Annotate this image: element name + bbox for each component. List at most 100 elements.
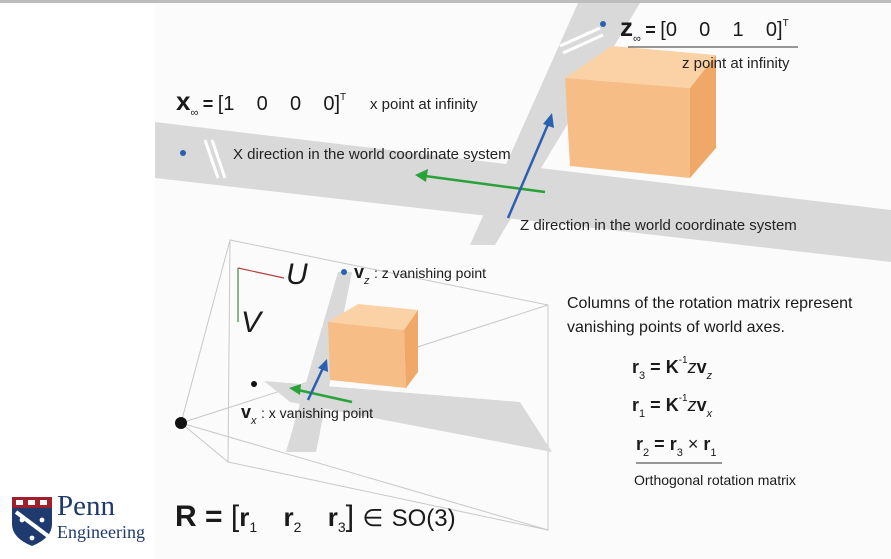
element-of-sign: ∈	[362, 505, 384, 532]
R-r3: r	[327, 502, 338, 532]
x-direction-arrowhead	[415, 169, 428, 182]
R-r2-sub: 2	[293, 519, 302, 535]
projected-z-arrowhead	[318, 359, 328, 372]
z-direction-arrowhead	[543, 113, 554, 128]
caption-line-2: vanishing points of world axes.	[567, 319, 785, 336]
r3-K-sup: -1	[678, 355, 688, 366]
z-infinity-subscript: ∞	[633, 33, 641, 45]
orthogonal-label: Orthogonal rotation matrix	[634, 472, 796, 488]
vx-subscript: x	[251, 415, 257, 427]
r3-v-sub: z	[706, 370, 713, 382]
r1-lhs-sub: 1	[639, 408, 646, 420]
x-infinity-desc: x point at infinity	[370, 96, 478, 113]
x-infinity-vector: [1 0 0 0]	[217, 93, 341, 115]
vx-symbol: v	[241, 402, 252, 422]
z-infinity-vector: [0 0 1 0]	[660, 19, 783, 41]
r2-lhs-sub: 2	[643, 447, 650, 459]
frustum-ray	[180, 239, 231, 424]
equals-sign: =	[645, 20, 656, 40]
R-bracket-left: [	[230, 500, 240, 533]
vx-label: vx : x vanishing point	[241, 402, 373, 427]
equals-sign: =	[650, 395, 661, 415]
equals-sign: =	[205, 500, 223, 533]
r3-lhs: r	[632, 357, 640, 377]
r1-K: K	[665, 395, 679, 415]
R-r1: r	[239, 502, 250, 532]
r3-z: z	[687, 357, 697, 377]
x-infinity-dot	[180, 150, 186, 156]
z-infinity-dot	[600, 21, 606, 27]
frustum-ray	[180, 422, 229, 463]
left-margin-panel	[0, 3, 155, 559]
cross-product-sign: ×	[687, 434, 699, 454]
u-axis-label: U	[286, 258, 308, 291]
x-infinity-symbol: x	[176, 86, 191, 116]
camera-center	[175, 417, 187, 429]
penn-logo-subname: Engineering	[57, 522, 145, 542]
r3-v: v	[696, 357, 707, 377]
z-infinity-desc: z point at infinity	[682, 55, 790, 72]
equals-sign: =	[654, 434, 665, 454]
road-break-mark	[203, 139, 220, 179]
R-r1-sub: 1	[249, 519, 258, 535]
R-equation: R = [r1 r2 r3] ∈ SO(3)	[175, 500, 456, 535]
slide-canvas	[155, 3, 891, 559]
vz-symbol: v	[354, 262, 365, 282]
u-axis	[237, 267, 285, 279]
r1-z: z	[687, 395, 697, 415]
vx-desc: : x vanishing point	[260, 405, 374, 421]
r1-v-sub: x	[706, 408, 713, 420]
x-infinity-subscript: ∞	[190, 107, 199, 119]
vz-subscript: z	[364, 275, 370, 287]
projected-x-arrow	[297, 388, 353, 404]
z-infinity-label: z∞ = [0 0 1 0]T	[620, 12, 789, 45]
r3-equation: r3 = K-1zvz	[632, 355, 712, 382]
R-r3-sub: 3	[337, 519, 346, 535]
small-box-front	[328, 322, 406, 388]
r2-b: r	[703, 434, 711, 454]
small-box-side	[404, 310, 418, 388]
frustum-ray	[180, 422, 549, 531]
vz-label: vz : z vanishing point	[354, 262, 486, 287]
r2-a-sub: 3	[676, 447, 683, 459]
vz-desc: : z vanishing point	[373, 265, 487, 281]
r2-lhs: r	[636, 434, 644, 454]
projected-z-arrow	[306, 367, 325, 401]
box-front-face	[565, 78, 690, 178]
R-bracket-right: ]	[345, 500, 355, 533]
r1-lhs: r	[632, 395, 640, 415]
caption-line-1: Columns of the rotation matrix represent	[567, 295, 853, 312]
x-infinity-label: x∞ = [1 0 0 0]T	[176, 86, 346, 119]
x-infinity-entries: 1 0 0 0	[223, 93, 335, 115]
r3-K: K	[665, 357, 679, 377]
r3-lhs-sub: 3	[639, 370, 646, 382]
projected-z-road	[286, 272, 352, 452]
r2-a: r	[669, 434, 677, 454]
projected-x-arrowhead	[289, 384, 301, 395]
penn-logo-name: Penn	[57, 490, 115, 522]
r1-equation: r1 = K-1zvx	[632, 393, 712, 420]
small-box-top	[328, 304, 418, 330]
r1-v: v	[696, 395, 707, 415]
road-break-mark	[562, 33, 604, 55]
road-break-mark	[559, 26, 601, 48]
R-r2: r	[283, 502, 294, 532]
r2-b-sub: 1	[710, 447, 717, 459]
road-break-mark	[210, 139, 227, 179]
x-infinity-transpose: T	[340, 92, 347, 103]
penn-shield-logo	[12, 497, 52, 546]
x-direction-arrow	[424, 174, 546, 194]
z-infinity-symbol: z	[620, 12, 633, 42]
vx-vanishing-dot	[251, 381, 257, 387]
equals-sign: =	[202, 94, 214, 114]
r1-K-sup: -1	[678, 393, 688, 404]
box-side-face	[690, 55, 716, 178]
vz-vanishing-dot	[341, 269, 347, 275]
z-direction-arrow	[506, 121, 551, 219]
z-infinity-transpose: T	[782, 18, 789, 29]
r2-equation: r2 = r3 × r1	[636, 434, 717, 459]
v-axis-label: V	[241, 306, 262, 339]
top-border	[0, 0, 891, 3]
SO3-group: SO(3)	[391, 505, 456, 532]
